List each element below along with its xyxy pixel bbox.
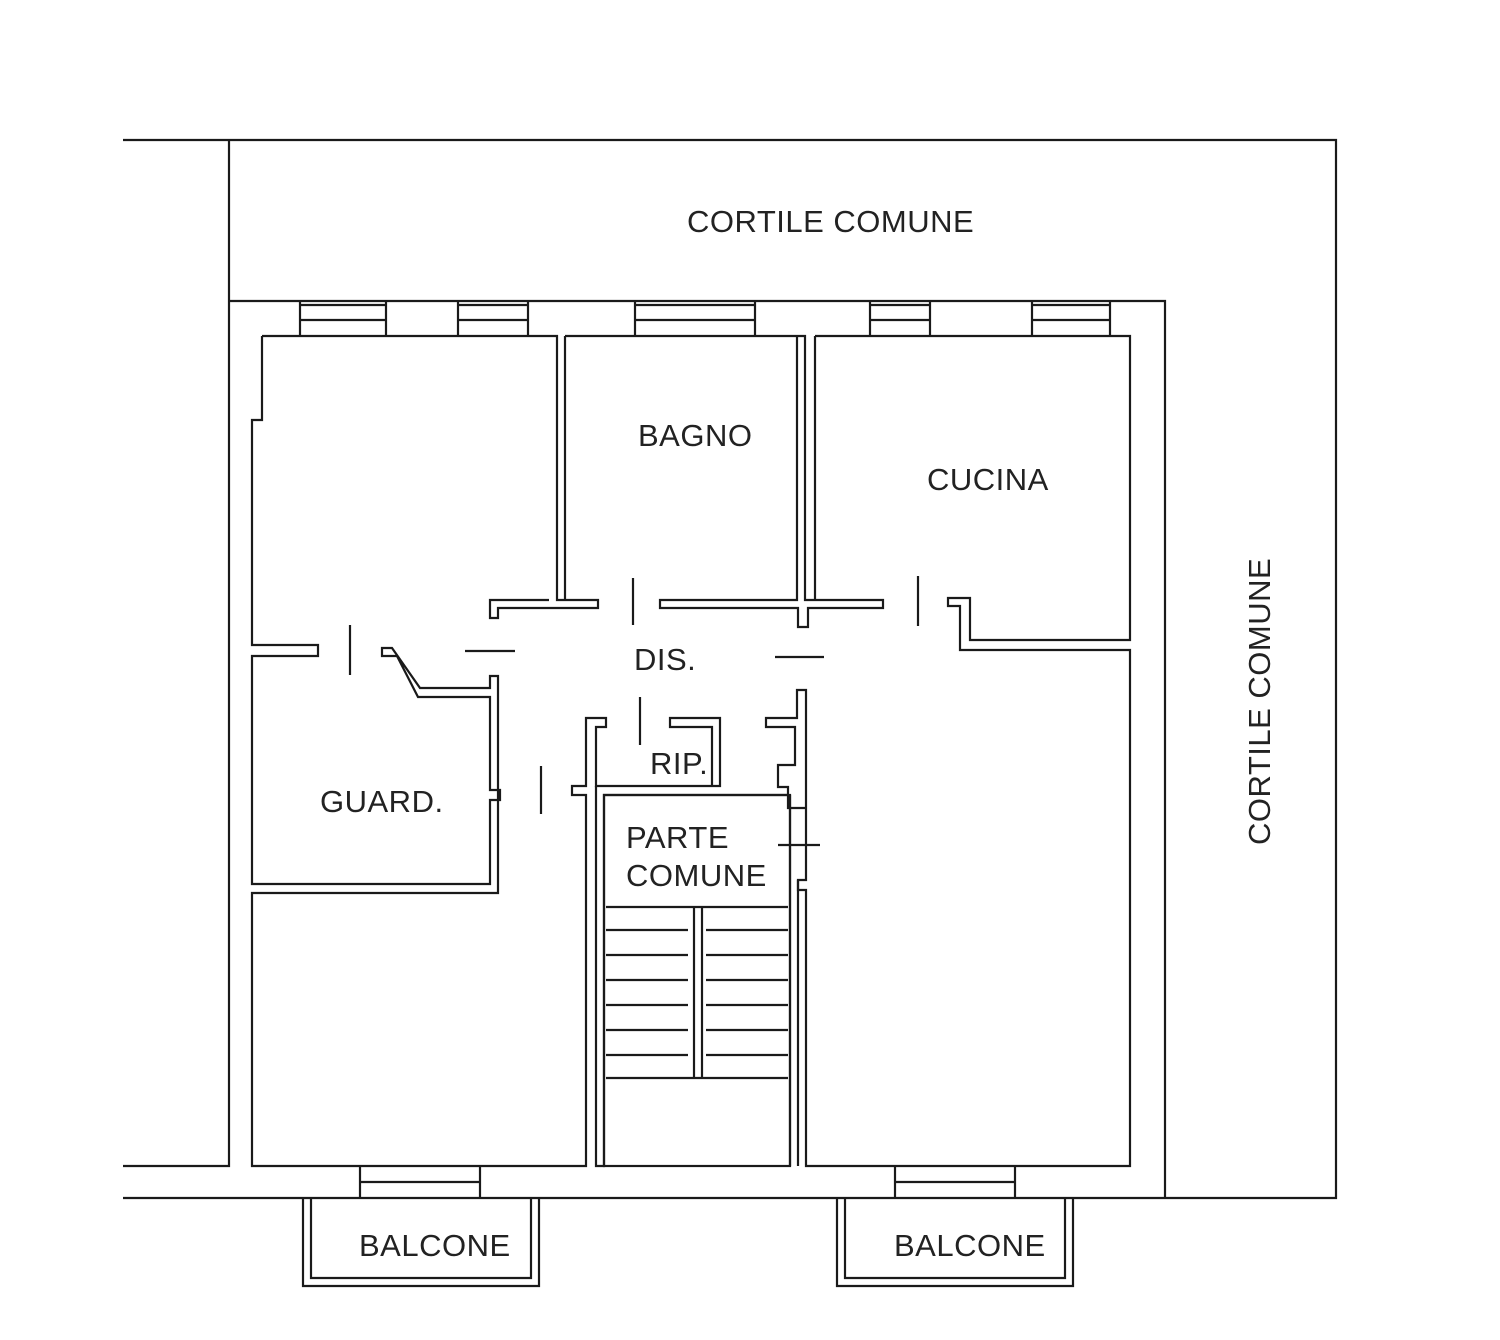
label-dis: DIS. xyxy=(634,642,697,677)
common-stairwell xyxy=(594,786,800,1168)
label-courtyard-right: CORTILE COMUNE xyxy=(1242,557,1277,845)
label-guard: GUARD. xyxy=(320,784,444,819)
room-left-top xyxy=(250,334,722,1168)
label-balcone-right: BALCONE xyxy=(894,1228,1046,1263)
door-marks xyxy=(348,576,920,847)
label-balcone-left: BALCONE xyxy=(359,1228,511,1263)
label-parte: PARTE xyxy=(626,820,729,855)
windows-top xyxy=(298,301,1112,336)
label-cucina: CUCINA xyxy=(927,462,1049,497)
label-bagno: BAGNO xyxy=(638,418,753,453)
label-comune: COMUNE xyxy=(626,858,767,893)
label-courtyard-top: CORTILE COMUNE xyxy=(687,204,975,239)
label-rip: RIP. xyxy=(650,746,709,781)
room-bagno xyxy=(563,334,885,629)
balconies xyxy=(301,1198,1075,1288)
room-cucina xyxy=(764,334,1132,1168)
windows-bottom xyxy=(358,1166,1017,1198)
outer-wall xyxy=(229,299,1167,1198)
site-boundary xyxy=(123,138,1338,1200)
